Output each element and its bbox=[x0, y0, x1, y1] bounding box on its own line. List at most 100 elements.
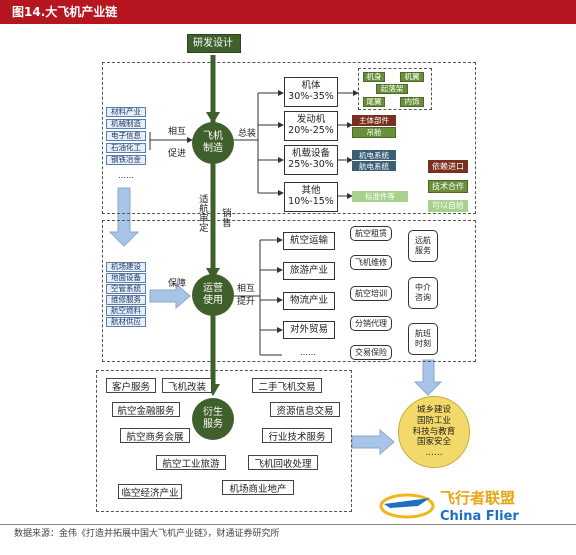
figure-title: 图14.大飞机产业链 bbox=[12, 5, 118, 19]
support-materials: 航材供应 bbox=[106, 317, 146, 327]
watermark-en: China Flier bbox=[440, 509, 519, 524]
sales-label: 销售 bbox=[219, 208, 231, 231]
other-share: 10%-15% bbox=[288, 196, 334, 207]
ops-support-list: 机场建设 地面设备 空管系统 维修服务 航空燃料 航材供应 bbox=[106, 262, 150, 328]
derive-tech-service: 行业技术服务 bbox=[262, 428, 332, 443]
tag-wing: 机翼 bbox=[400, 72, 424, 82]
ops-mutual-1: 相互 bbox=[237, 284, 256, 294]
derive-used-aircraft: 二手飞机交易 bbox=[252, 378, 322, 393]
component-avionics: 机载设备 25%-30% bbox=[284, 145, 338, 175]
legend-self-sufficient: 可以自给 bbox=[428, 200, 468, 212]
avionics-share: 25%-30% bbox=[288, 159, 334, 170]
operation-node: 运营 使用 bbox=[192, 274, 234, 316]
industry-more: …… bbox=[300, 348, 316, 357]
rnd-box bbox=[187, 34, 241, 53]
input-petrochem: 石油化工 bbox=[106, 143, 146, 153]
derive-airport-economy: 临空经济产业 bbox=[118, 484, 182, 499]
airworthiness-label: 适航审定 bbox=[196, 194, 208, 236]
legend-cooperation: 技术合作 bbox=[428, 180, 468, 193]
remote-service-text: 远航服务 bbox=[415, 236, 431, 255]
industry-trade: 对外贸易 bbox=[283, 321, 335, 339]
aircraft-manufacturing-node: 飞机 制造 bbox=[192, 122, 234, 164]
outcome-urban: 城乡建设 bbox=[416, 405, 451, 416]
legend-import: 依赖进口 bbox=[428, 160, 468, 173]
right-remote-service: 远航服务 bbox=[408, 230, 438, 262]
airframe-name: 机体 bbox=[301, 80, 321, 92]
ops-center-1: 运营 bbox=[203, 283, 223, 294]
tag-fuselage: 机身 bbox=[363, 72, 385, 82]
mfg-mutual-1: 相互 bbox=[168, 127, 187, 137]
service-insurance: 交易保险 bbox=[350, 345, 392, 360]
airframe-share: 30%-35% bbox=[288, 91, 334, 102]
right-intermediary: 中介咨询 bbox=[408, 277, 438, 309]
mfg-center-1: 飞机 bbox=[203, 131, 223, 142]
mfg-input-more: …… bbox=[118, 171, 134, 180]
input-steel: 钢铁冶金 bbox=[106, 155, 146, 165]
derive-center-1: 衍生 bbox=[203, 407, 223, 418]
outcome-security: 国家安全 bbox=[416, 437, 451, 448]
watermark-logo-icon bbox=[378, 488, 436, 520]
engine-name: 发动机 bbox=[296, 114, 326, 126]
derive-recycling: 飞机回收处理 bbox=[248, 455, 318, 470]
tag-landing-gear: 起落架 bbox=[376, 84, 408, 94]
outcome-defense: 国防工业 bbox=[416, 416, 451, 427]
tag-nacelle: 吊舱 bbox=[352, 127, 396, 138]
derive-customer-service: 客户服务 bbox=[106, 378, 156, 393]
derive-airport-realestate: 机场商业地产 bbox=[222, 480, 294, 495]
industry-tourism: 旅游产业 bbox=[283, 262, 335, 280]
component-airframe: 机体 30%-35% bbox=[284, 77, 338, 107]
ops-mutual-2: 提升 bbox=[237, 297, 256, 307]
guarantee-label: 保障 bbox=[168, 279, 187, 289]
industry-logistics: 物流产业 bbox=[283, 292, 335, 310]
right-slots: 航班时刻 bbox=[408, 323, 438, 355]
support-atc: 空管系统 bbox=[106, 284, 146, 294]
input-electronics: 电子信息 bbox=[106, 131, 146, 141]
mfg-center-2: 制造 bbox=[203, 143, 223, 154]
support-fuel: 航空燃料 bbox=[106, 306, 146, 316]
engine-share: 20%-25% bbox=[288, 125, 334, 136]
service-leasing: 航空租赁 bbox=[350, 226, 392, 241]
sales-text: 销售 bbox=[219, 208, 231, 227]
mfg-mutual-2: 促进 bbox=[168, 149, 187, 159]
operation-section bbox=[102, 220, 476, 362]
tag-standard-parts: 标准件等 bbox=[352, 191, 408, 202]
footer-rule bbox=[0, 524, 576, 525]
header-bar bbox=[0, 0, 576, 24]
support-ground: 地面设备 bbox=[106, 273, 146, 283]
derive-center-2: 服务 bbox=[203, 419, 223, 430]
derive-resource-info: 资源信息交易 bbox=[270, 402, 340, 417]
derivative-section bbox=[96, 370, 352, 512]
tag-electromechanical: 机电系统 bbox=[352, 150, 396, 160]
outcome-tech-edu: 科技与教育 bbox=[412, 426, 456, 437]
support-airport: 机场建设 bbox=[106, 262, 146, 272]
service-training: 航空培训 bbox=[350, 286, 392, 301]
outcome-more: …… bbox=[425, 447, 443, 458]
tag-tail: 尾翼 bbox=[363, 97, 385, 107]
manufacturing-section bbox=[102, 62, 476, 214]
component-other: 其他 10%-15% bbox=[284, 182, 338, 212]
rnd-label: 研发设计 bbox=[193, 38, 233, 49]
component-engine: 发动机 20%-25% bbox=[284, 111, 338, 141]
outcome-circle: 城乡建设 国防工业 科技与教育 国家安全 …… bbox=[398, 396, 470, 468]
airworthiness-text: 适航审定 bbox=[196, 194, 208, 232]
support-maintenance: 维修服务 bbox=[106, 295, 146, 305]
tag-interior: 内饰 bbox=[400, 97, 424, 107]
footer-source: 数据来源：金伟《打造并拓展中国大飞机产业链》，财通证券研究所 bbox=[14, 529, 280, 539]
input-machinery: 机械制造 bbox=[106, 119, 146, 129]
mfg-input-list: 材料产业 机械制造 电子信息 石油化工 钢铁冶金 bbox=[106, 107, 150, 167]
service-repair: 飞机维修 bbox=[350, 255, 392, 270]
ops-center-2: 使用 bbox=[203, 295, 223, 306]
tag-avionics: 航电系统 bbox=[352, 161, 396, 171]
input-material: 材料产业 bbox=[106, 107, 146, 117]
derive-industrial-tourism: 航空工业旅游 bbox=[156, 455, 226, 470]
derive-aviation-finance: 航空金融服务 bbox=[112, 402, 180, 417]
avionics-name: 机载设备 bbox=[291, 148, 330, 160]
derivative-service-node: 衍生 服务 bbox=[192, 398, 234, 440]
tag-engine-main: 主体部件 bbox=[352, 115, 396, 126]
slots-text: 航班时刻 bbox=[415, 329, 431, 348]
service-distribution: 分销代理 bbox=[350, 316, 392, 331]
assembly-label: 总装 bbox=[238, 129, 257, 139]
other-name: 其他 bbox=[301, 185, 321, 197]
